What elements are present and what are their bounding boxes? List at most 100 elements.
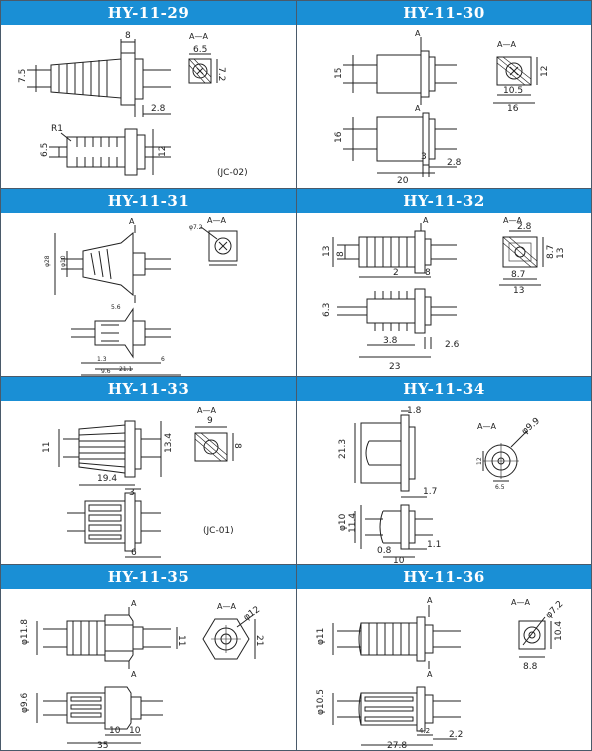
panel-title: HY-11-34 <box>297 377 591 401</box>
dim-body-height: 11.4 <box>348 513 358 533</box>
panel-title: HY-11-30 <box>297 1 591 25</box>
grid-divider-row-2 <box>1 376 591 377</box>
model-code: (JC-02) <box>217 168 248 178</box>
section-marker-top: A <box>131 599 137 608</box>
dim-length: 27.8 <box>387 741 407 750</box>
dim-section-dia: φ12 <box>242 605 262 623</box>
dim-section-slot: 2.8 <box>517 222 532 232</box>
dim-rib: 1.3 <box>97 356 107 363</box>
dim-height: 21.3 <box>338 439 348 459</box>
dim-length: 19.4 <box>97 474 117 484</box>
panel-hy-11-32: HY-11-32 <box>297 189 591 376</box>
section-label: A—A <box>497 40 516 49</box>
dim-flange-height: 12 <box>158 146 168 157</box>
panel-hy-11-35: HY-11-35 <box>1 565 296 750</box>
dim-gap: 2 <box>393 268 399 278</box>
panel-title: HY-11-29 <box>1 1 296 25</box>
drawing-hy-11-34: 1.8 21.3 A—A φ9.9 12 6.5 1.7 φ10 11.4 0.… <box>338 406 542 564</box>
dim-cable-dia: 7.5 <box>18 69 28 83</box>
section-label: A—A <box>477 422 496 431</box>
drawing-hy-11-35: A A A—A φ11.8 11 φ12 21 φ9.6 35 10 10 <box>20 599 264 750</box>
dim-section-outer-h: 13 <box>556 248 566 259</box>
dim-body-dia: φ11 <box>316 628 326 645</box>
drawing-hy-11-36: A A A—A φ11 φ7.2 10.4 8.8 φ10.5 4.2 2.2 … <box>316 596 565 750</box>
dim-bottom-height: 16 <box>334 131 344 143</box>
dim-section-width: 16 <box>507 104 519 114</box>
section-label: A—A <box>217 602 236 611</box>
dim-side-dia: φ10.5 <box>316 689 326 715</box>
section-marker-bottom: A <box>427 670 433 679</box>
dim-length: 20 <box>397 176 409 186</box>
dim-length: 35 <box>97 741 108 750</box>
dim-radius: R1 <box>51 124 63 134</box>
dim-section-dia: φ9.9 <box>520 416 542 437</box>
dim-slot: 2.8 <box>151 104 166 114</box>
dim-section-width: 8.8 <box>523 662 538 672</box>
dim-body: 9.6 <box>101 368 111 375</box>
dim-section-outer-w: 13 <box>513 286 524 296</box>
dim-top-height: 15 <box>334 68 344 79</box>
dim-flange-height: 13.4 <box>164 433 174 453</box>
drawing-hy-11-31: A A—A φ28 φ10 5.6 φ7.2 1.3 9.6 21.1 6 <box>44 216 238 376</box>
section-marker-bottom: A <box>131 670 137 679</box>
section-label: A—A <box>197 406 216 415</box>
panel-title: HY-11-35 <box>1 565 296 589</box>
drawing-hy-11-32: A A—A 13 8 2 8 6.3 3.8 2.6 23 2.8 8.7 13… <box>322 216 566 372</box>
dim-slot: 2.8 <box>447 158 462 168</box>
dim-section-inner-h: 8.7 <box>546 245 556 259</box>
dim-slot: 2.2 <box>449 730 463 740</box>
dim-section-height: 7.2 <box>216 67 226 81</box>
dim-section-height: 12 <box>540 66 550 77</box>
dim-section-height: 10.4 <box>554 621 564 641</box>
dim-length: 10 <box>393 556 405 564</box>
panel-hy-11-33: HY-11-33 <box>1 377 296 564</box>
grid-divider-row-3 <box>1 564 591 565</box>
dim-body-dia: φ11.8 <box>20 619 30 645</box>
dim-flange-dia: φ28 <box>44 255 51 267</box>
dim-section-inner: 10.5 <box>503 86 523 96</box>
drawing-hy-11-29: 8 A—A 6.5 7.5 7.2 2.8 R1 6.5 12 (JC-02) <box>18 31 248 178</box>
section-marker: A <box>129 217 135 226</box>
dim-body-height: 13 <box>322 246 332 257</box>
dim-wall: 0.8 <box>377 546 392 556</box>
dim-section-width: 6.5 <box>495 484 505 491</box>
dim-section-width: 9 <box>207 416 213 426</box>
dim-flange: 3 <box>421 152 427 162</box>
dim-slot: 1.7 <box>423 487 437 497</box>
dim-tail: 6 <box>131 548 137 558</box>
section-label: A—A <box>207 216 226 225</box>
dim-nut: 10 <box>109 726 121 736</box>
section-label: A—A <box>189 32 208 41</box>
dim-section-width: 6.5 <box>193 45 207 55</box>
dim-taper: 5.6 <box>111 304 121 311</box>
section-label: A—A <box>511 598 530 607</box>
dim-section-dia: φ7.2 <box>189 224 203 231</box>
dim-side-dia: φ9.6 <box>20 692 30 713</box>
panel-title: HY-11-32 <box>297 189 591 213</box>
dim-flange: 1.8 <box>407 406 422 416</box>
panel-hy-11-30: HY-11-30 <box>297 1 591 188</box>
panel-hy-11-34: HY-11-34 <box>297 377 591 564</box>
model-code: (JC-01) <box>203 526 234 536</box>
panel-title: HY-11-36 <box>297 565 591 589</box>
drawing-hy-11-33: A—A 11 13.4 19.4 9 8 3 6 (JC-01) <box>42 406 242 558</box>
dim-section-dia: φ7.2 <box>544 599 565 620</box>
dim-cable-dia: 11 <box>42 442 52 453</box>
dim-body-dia: φ10 <box>60 255 67 267</box>
dim-total: 21.1 <box>119 366 133 373</box>
dim-side-dia: 6.3 <box>322 303 332 317</box>
dim-flange: 4.2 <box>419 727 430 735</box>
grid-divider-vertical <box>296 1 297 750</box>
section-marker: A <box>423 216 429 225</box>
dim-tail: 10 <box>129 726 141 736</box>
section-marker-top: A <box>427 596 433 605</box>
dim-section-height: 8 <box>232 443 242 449</box>
panel-hy-11-29: HY-11-29 <box>1 1 296 188</box>
dim-flange: 3 <box>129 488 135 498</box>
dim-tail: 6 <box>161 356 165 363</box>
dim-tail-dia: 11 <box>176 635 186 646</box>
dim-section-inner-w: 8.7 <box>511 270 525 280</box>
dim-hex-width: 21 <box>254 635 264 646</box>
section-marker-top: A <box>415 29 421 38</box>
